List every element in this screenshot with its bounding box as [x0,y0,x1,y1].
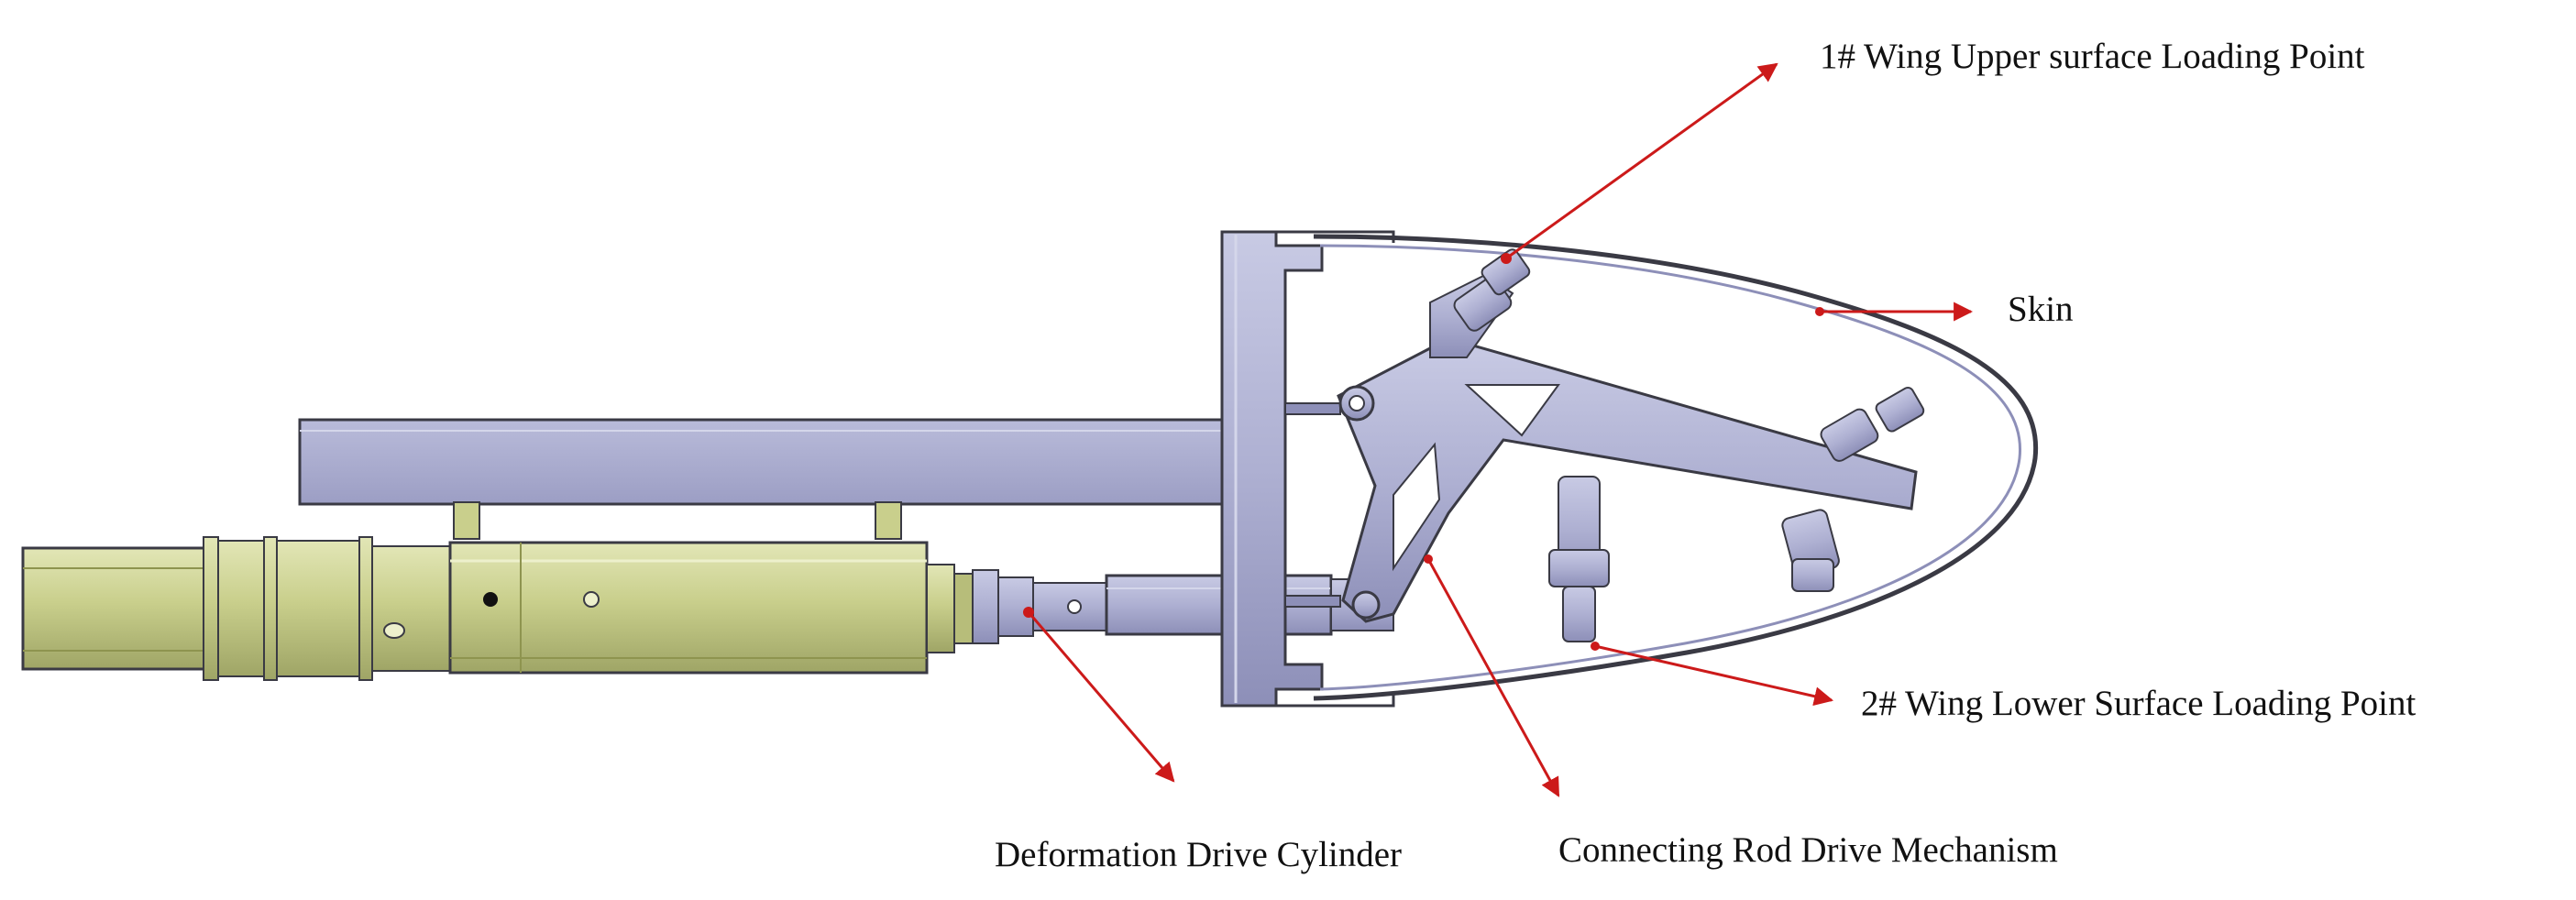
upper-point-label: 1# Wing Upper surface Loading Point [1820,37,2365,76]
rod-mechanism-label: Connecting Rod Drive Mechanism [1558,830,2058,870]
rod-mechanism-leader [1426,558,1560,797]
lower-point-leader [1594,644,1834,707]
skin-label: Skin [2008,290,2074,329]
frame-bracket [1220,230,1395,708]
connecting-rod-mechanism [1337,248,1925,642]
upper-point-leader [1505,62,1778,260]
wing-skin [1313,234,2039,701]
callout-lines [1027,62,1974,797]
callout-labels: 1# Wing Upper surface Loading Point Skin… [995,37,2416,874]
cylinder-label: Deformation Drive Cylinder [995,835,1402,874]
lower-point-label: 2# Wing Lower Surface Loading Point [1861,684,2416,723]
cylinder-leader [1027,611,1175,783]
drive-cylinder [21,536,974,681]
support-beam [298,418,1227,540]
